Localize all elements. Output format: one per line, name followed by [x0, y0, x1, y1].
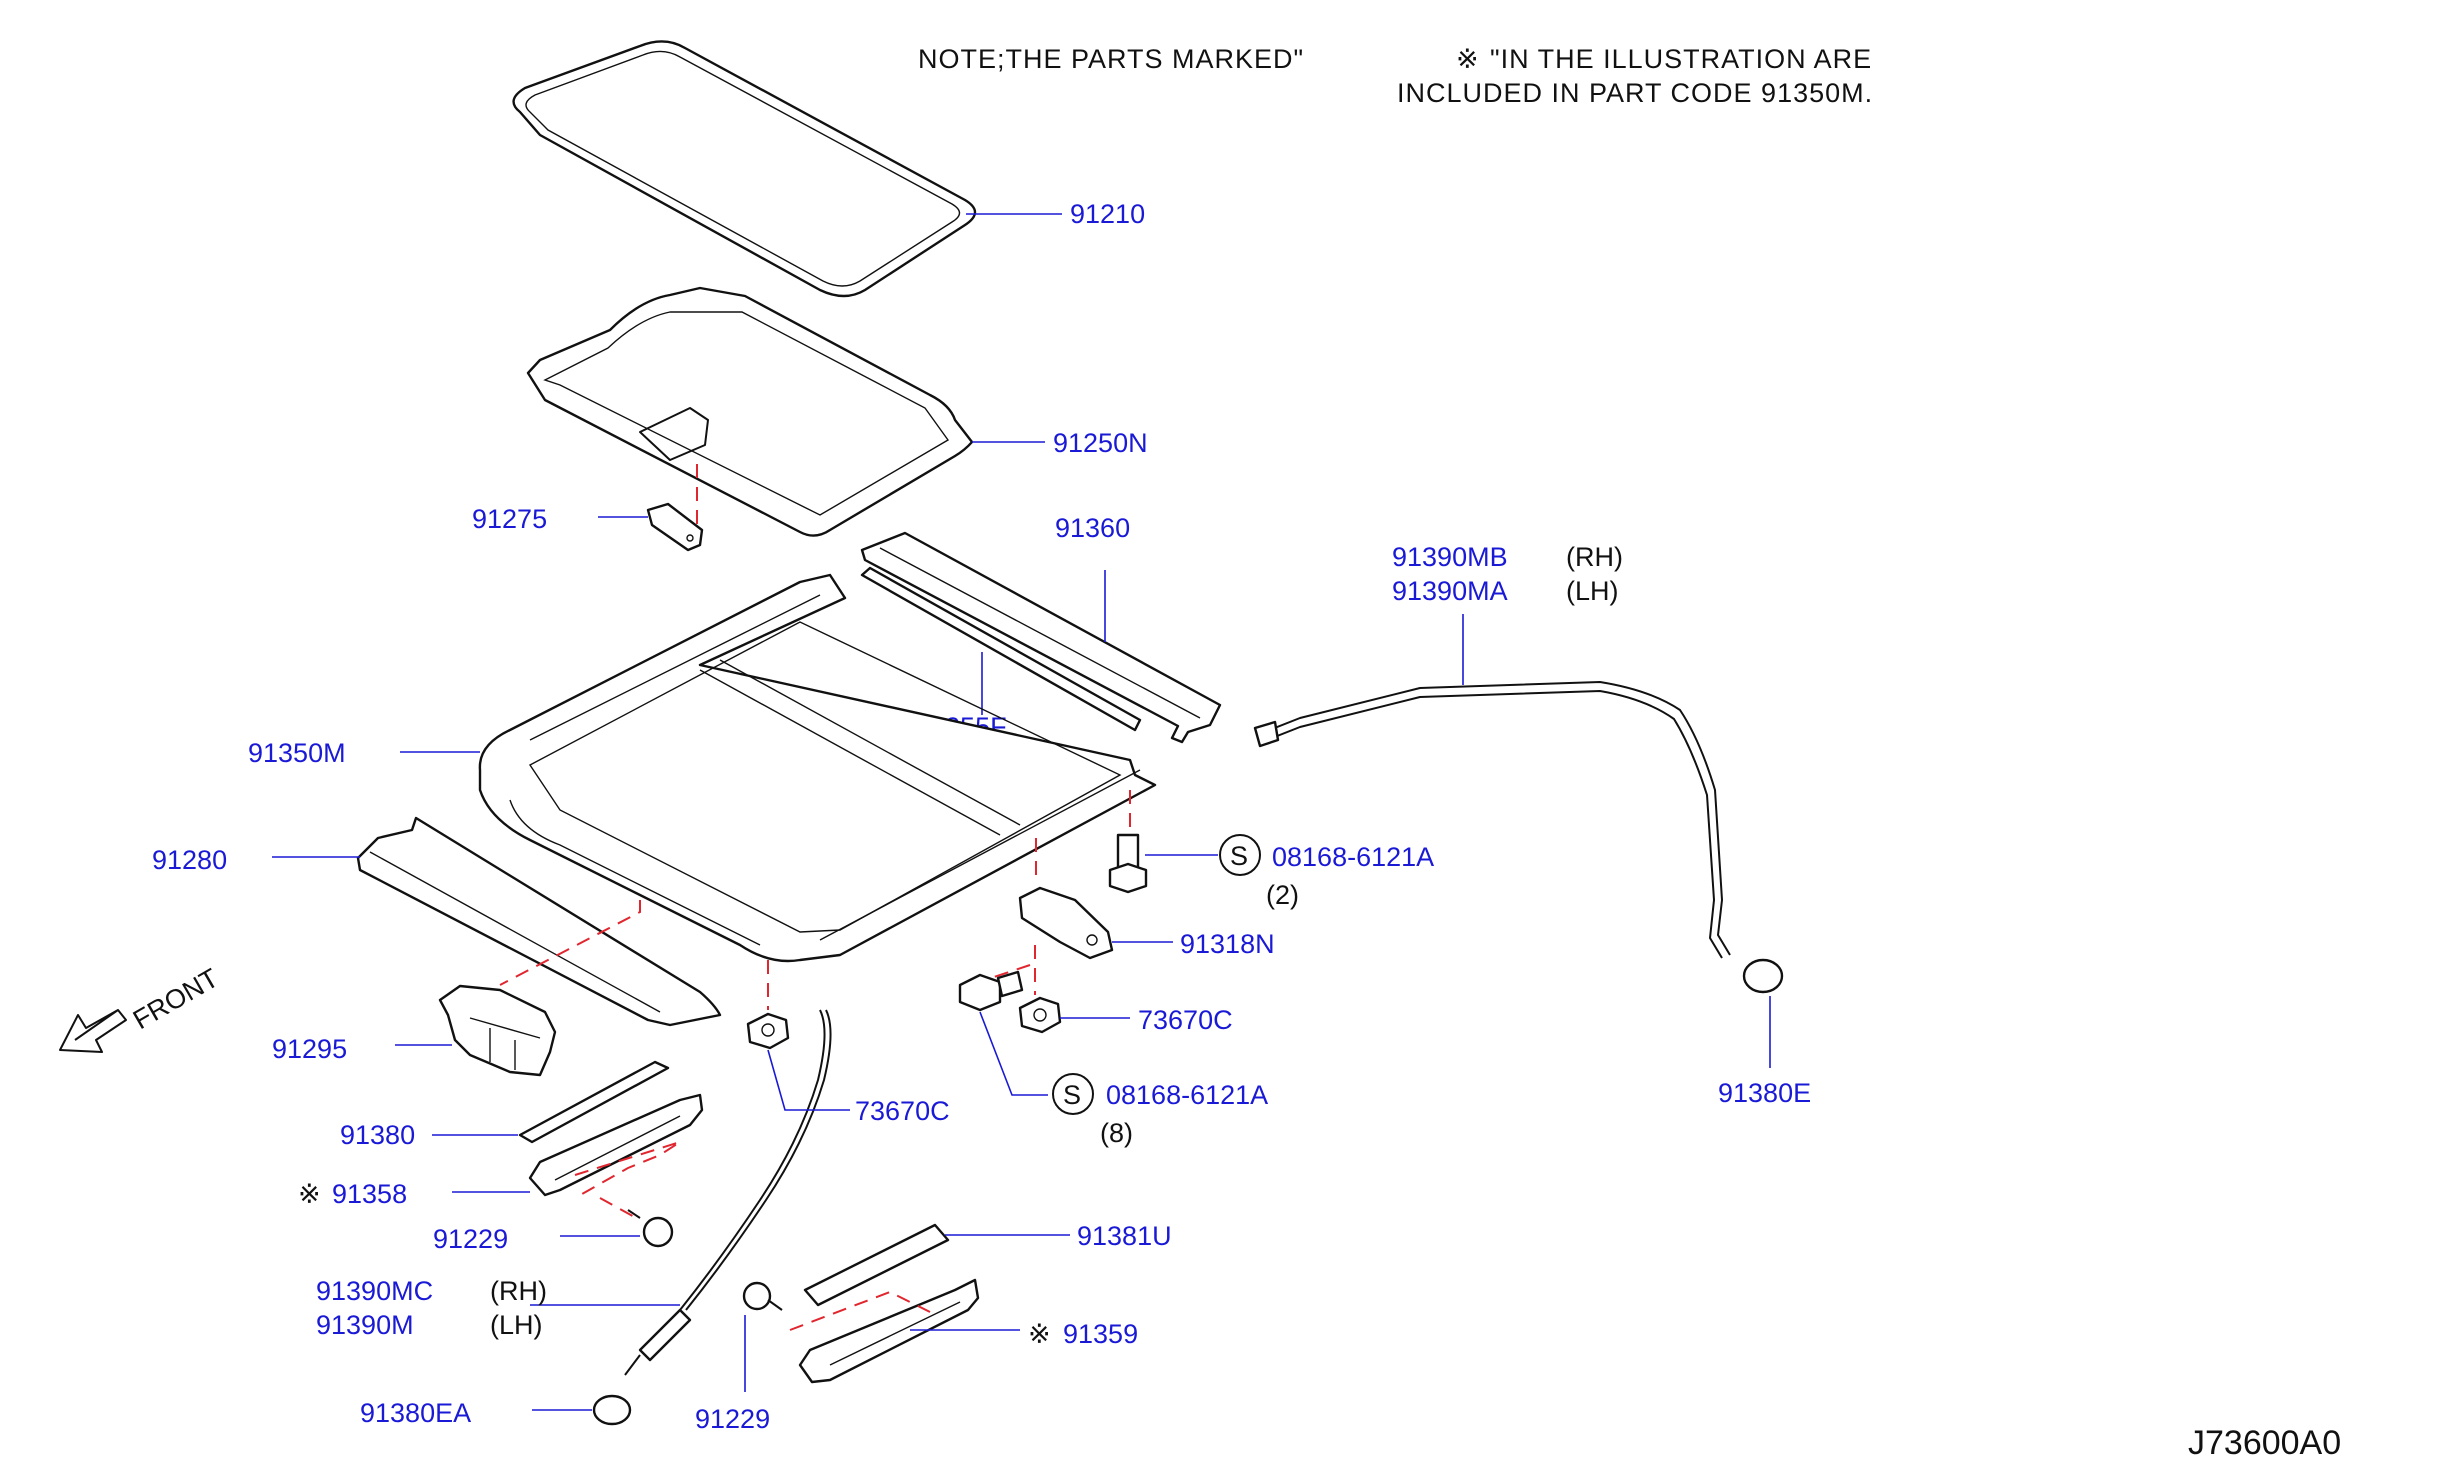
label-91380E[interactable]: 91380E [1718, 1078, 1811, 1108]
diagram-code: J73600A0 [2188, 1424, 2341, 1462]
label-91280[interactable]: 91280 [152, 845, 227, 875]
qty-08168-a: (2) [1266, 880, 1299, 910]
label-91381U[interactable]: 91381U [1077, 1221, 1172, 1251]
strip-91380[interactable] [518, 1060, 670, 1144]
circled-s-icon: S [1052, 1073, 1094, 1115]
svg-text:S: S [1230, 841, 1248, 871]
bolt-08168-b[interactable] [958, 970, 1024, 1012]
label-91390MC[interactable]: 91390MC [316, 1276, 433, 1306]
cable-91390M[interactable] [624, 1009, 832, 1376]
circled-s-icon: S [1219, 834, 1261, 876]
label-91229-b[interactable]: 91229 [695, 1404, 770, 1434]
label-91358[interactable]: 91358 [332, 1179, 407, 1209]
label-91350M[interactable]: 91350M [248, 738, 346, 768]
label-08168-a[interactable]: 08168-6121A [1272, 842, 1434, 872]
qty-08168-b: (8) [1100, 1118, 1133, 1148]
label-91390MB[interactable]: 91390MB [1392, 542, 1508, 572]
label-91250N[interactable]: 91250N [1053, 428, 1148, 458]
note-block: NOTE;THE PARTS MARKED" ※ "IN THE ILLUSTR… [918, 44, 1873, 108]
screw-91229-a[interactable] [627, 1209, 674, 1248]
dash-91358 [574, 1141, 681, 1199]
rh-label-1: (RH) [490, 1276, 547, 1306]
lh-label-1: (LH) [490, 1310, 543, 1340]
note-line-2: INCLUDED IN PART CODE 91350M. [1397, 78, 1873, 108]
deflector-91360[interactable] [860, 531, 1222, 744]
arrow-down-left-icon [59, 1009, 127, 1053]
label-91275[interactable]: 91275 [472, 504, 547, 534]
label-91229-a[interactable]: 91229 [433, 1224, 508, 1254]
label-91318N[interactable]: 91318N [1180, 929, 1275, 959]
nut-73670C-b[interactable] [1018, 996, 1062, 1034]
frame-91350M[interactable] [478, 573, 1157, 963]
reference-mark-icon: ※ [1028, 1319, 1051, 1349]
guide-91358[interactable] [528, 1093, 704, 1197]
lh-label-2: (LH) [1566, 576, 1619, 606]
reference-mark-icon: ※ [1456, 44, 1480, 74]
cap-91380EA[interactable] [592, 1394, 632, 1426]
rh-label-2: (RH) [1566, 542, 1623, 572]
note-line-1a: NOTE;THE PARTS MARKED" [918, 44, 1304, 74]
label-73670C-a[interactable]: 73670C [855, 1096, 950, 1126]
clip-91275[interactable] [646, 502, 704, 552]
label-91360[interactable]: 91360 [1055, 513, 1130, 543]
label-91295[interactable]: 91295 [272, 1034, 347, 1064]
sunshade-91250N[interactable] [526, 286, 974, 537]
front-label: FRONT [128, 963, 224, 1035]
label-91390MA[interactable]: 91390MA [1392, 576, 1508, 606]
leader-08168-b [979, 1011, 1048, 1096]
dash-91229-a [599, 1197, 641, 1221]
note-line-1b: "IN THE ILLUSTRATION ARE [1490, 44, 1872, 74]
label-91380[interactable]: 91380 [340, 1120, 415, 1150]
label-91210[interactable]: 91210 [1070, 199, 1145, 229]
nut-73670C-a[interactable] [746, 1012, 790, 1050]
label-08168-b[interactable]: 08168-6121A [1106, 1080, 1268, 1110]
rail-91280[interactable] [356, 816, 722, 1027]
label-91390M[interactable]: 91390M [316, 1310, 414, 1340]
label-91380EA[interactable]: 91380EA [360, 1398, 471, 1428]
screw-91229-b[interactable] [742, 1281, 783, 1311]
strip-91381U[interactable] [803, 1223, 950, 1307]
cable-91390MB[interactable] [1253, 681, 1731, 959]
cap-91380E[interactable] [1742, 958, 1784, 994]
label-73670C-b[interactable]: 73670C [1138, 1005, 1233, 1035]
svg-text:S: S [1063, 1080, 1081, 1110]
glass-panel-91210[interactable] [512, 40, 977, 298]
leader-73670C-a [767, 1049, 850, 1111]
dash-frame-91295 [499, 900, 641, 986]
bracket-91318N[interactable] [1018, 886, 1114, 960]
motor-91295[interactable] [438, 984, 557, 1077]
seal-91255F[interactable] [860, 566, 1142, 732]
reference-mark-icon: ※ [298, 1179, 321, 1209]
label-91359[interactable]: 91359 [1063, 1319, 1138, 1349]
bolt-08168-a[interactable] [1108, 833, 1148, 894]
dash-91359 [789, 1290, 931, 1331]
guide-91359[interactable] [798, 1278, 980, 1384]
